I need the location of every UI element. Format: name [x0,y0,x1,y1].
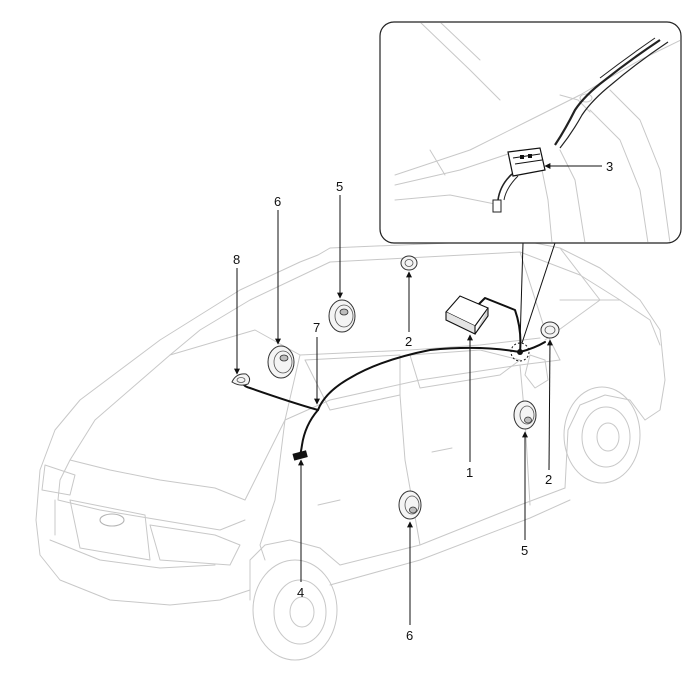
speaker-5-upper [328,299,356,333]
callout-7: 7 [313,320,320,335]
callout-labels: 1 2 2 3 4 5 5 6 6 7 8 [233,159,613,643]
inset-detail [379,21,682,344]
pillar-connector [510,342,530,362]
callout-6-upper: 6 [274,194,281,209]
tweeter-2-front [540,321,560,339]
callout-leaders [234,163,602,625]
tweeter-8 [231,373,251,386]
speaker-6-upper [267,345,295,379]
callout-3: 3 [606,159,613,174]
callout-2-upper: 2 [405,334,412,349]
speaker-6-door [398,490,422,520]
wiring-harness [243,297,546,456]
callout-5-door: 5 [521,543,528,558]
leader-2-front [546,339,553,471]
callout-2-front: 2 [545,472,552,487]
callout-5-upper: 5 [336,179,343,194]
callout-6-door: 6 [406,628,413,643]
car-body-outline [35,239,666,661]
speaker-5-door [513,400,537,430]
callout-1: 1 [466,465,473,480]
amplifier-unit [445,295,489,335]
tweeter-2-upper [400,255,418,271]
callout-4: 4 [297,585,304,600]
callout-8: 8 [233,252,240,267]
connector-4 [292,450,308,461]
